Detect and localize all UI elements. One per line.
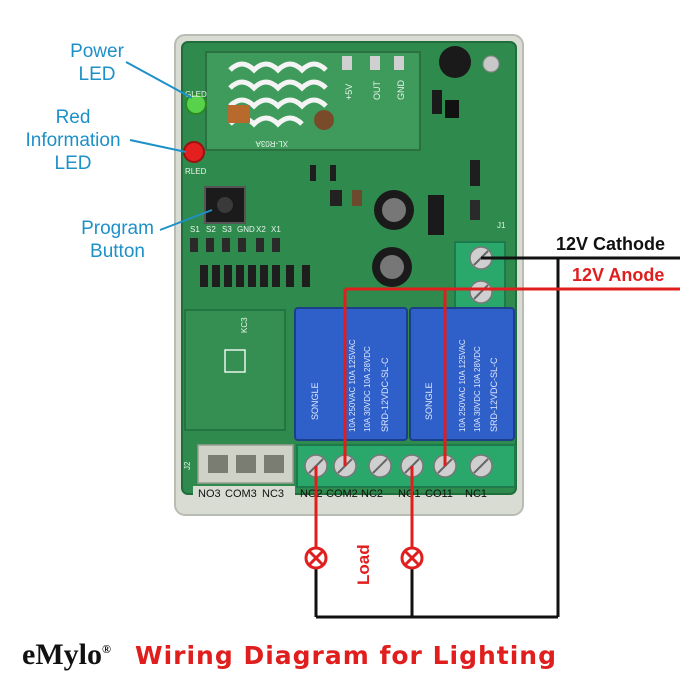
switch-label: X1 <box>271 225 281 234</box>
switch-label: S1 <box>190 225 200 234</box>
relay-brand: SONGLE <box>424 382 434 420</box>
relay-1: SONGLE 10A 250VAC 10A 125VAC 10A 30VDC 1… <box>294 307 408 441</box>
connector-label: J2 <box>183 461 192 470</box>
switch-label: S2 <box>206 225 216 234</box>
led-label: GLED <box>185 90 207 99</box>
callout-line: Red <box>55 107 91 128</box>
terminal-label: NC3 <box>262 488 284 500</box>
relay-brand: SONGLE <box>310 382 320 420</box>
relay-model: SRD-12VDC-SL-C <box>489 357 499 432</box>
relay-2: SONGLE 10A 250VAC 10A 125VAC 10A 30VDC 1… <box>409 307 515 441</box>
brand-mark: ® <box>101 642 111 656</box>
terminal-label: NC1 <box>465 488 487 500</box>
brand-logo: eMylo® <box>22 638 111 672</box>
relay-spec: 10A 30VDC 10A 28VDC <box>363 346 372 432</box>
connector-label: J1 <box>497 221 506 230</box>
module-label: XL-R03A <box>255 139 288 148</box>
callout-leader-line <box>125 61 193 99</box>
cathode-label: 12V Cathode <box>556 234 665 254</box>
switch-label: GND <box>237 225 255 234</box>
capacitor-icon <box>439 46 471 78</box>
callout-line: Power <box>70 41 124 62</box>
module-pin-label: +5V <box>344 84 354 100</box>
relay-spec: 10A 30VDC 10A 28VDC <box>473 346 482 432</box>
lamp-icon <box>400 546 424 570</box>
terminal-label: NO1 <box>398 488 421 500</box>
callout-leader-line <box>159 209 213 231</box>
brand-name: eMylo <box>22 638 102 671</box>
anode-label: 12V Anode <box>572 265 664 285</box>
terminal-label: NC2 <box>361 488 383 500</box>
callout-line: LED <box>54 153 92 174</box>
terminal-label: NO3 <box>198 488 221 500</box>
power-led-icon <box>185 93 207 115</box>
program-button-callout: Program Button <box>70 217 165 263</box>
callout-line: Program <box>81 218 154 239</box>
screw-slot <box>372 458 388 474</box>
callout-leader-line <box>129 139 187 153</box>
lamp-icon <box>304 546 328 570</box>
module-pin-label: OUT <box>372 81 382 101</box>
terminal-label: COM3 <box>225 488 257 500</box>
relay-model: SRD-12VDC-SL-C <box>380 357 390 432</box>
load-label: Load <box>354 544 373 585</box>
switch-label: S3 <box>222 225 232 234</box>
terminal-label: COM2 <box>326 488 358 500</box>
module-pin-label: GND <box>396 80 406 101</box>
power-led-callout: Power LED <box>52 40 142 86</box>
diagram-title: Wiring Diagram for Lighting <box>135 641 557 670</box>
switch-label: X2 <box>256 225 266 234</box>
callout-line: Information <box>25 130 121 151</box>
callout-line: Button <box>90 241 145 262</box>
relay-spec: 10A 250VAC 10A 125VAC <box>458 339 467 432</box>
red-led-callout: Red Information LED <box>8 106 138 175</box>
screw-slot <box>473 458 489 474</box>
connector-label: KC3 <box>240 317 249 333</box>
callout-line: LED <box>78 64 116 85</box>
terminal-label: NO2 <box>300 488 323 500</box>
relay-spec: 10A 250VAC 10A 125VAC <box>348 339 357 432</box>
led-label: RLED <box>185 167 207 176</box>
terminal-label: CO11 <box>425 488 453 500</box>
red-led-icon <box>183 141 205 163</box>
